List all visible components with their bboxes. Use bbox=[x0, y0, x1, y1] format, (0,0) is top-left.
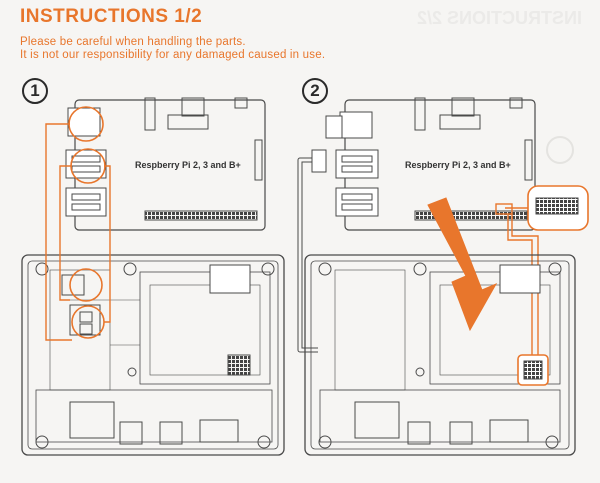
step-1-connector-usb bbox=[59, 165, 72, 301]
step-2-diagram bbox=[297, 97, 589, 456]
page-title: INSTRUCTIONS 1/2 bbox=[20, 6, 203, 27]
step-1-board-label: Respberry Pi 2, 3 and B+ bbox=[135, 160, 241, 170]
step-1-connector-ethernet bbox=[45, 123, 72, 341]
step-1-callout-case-usb bbox=[69, 268, 103, 302]
ghost-step-3-circle bbox=[546, 136, 574, 164]
step-1-case bbox=[21, 254, 285, 456]
step-2-usb-port bbox=[335, 187, 379, 217]
step-2-board-label: Respberry Pi 2, 3 and B+ bbox=[405, 160, 511, 170]
step-1-usb-port bbox=[65, 187, 107, 217]
warning-line-2: It is not our responsibility for any dam… bbox=[20, 49, 326, 61]
step-2-ethernet-port bbox=[339, 111, 373, 139]
step-2-case bbox=[304, 254, 576, 456]
step-2-usb-port bbox=[335, 149, 379, 179]
warning-line-1: Please be careful when handling the part… bbox=[20, 36, 246, 48]
step-2-insert-arrow bbox=[427, 197, 498, 332]
step-1-connector-usb-2 bbox=[104, 165, 111, 323]
step-2-number: 2 bbox=[302, 78, 328, 104]
step-1-number: 1 bbox=[22, 78, 48, 104]
step-2-connector-gpio bbox=[507, 214, 533, 356]
step-1-gpio-header bbox=[144, 210, 258, 221]
step-2-gpio-header bbox=[414, 210, 528, 221]
step-1-diagram bbox=[21, 97, 285, 456]
